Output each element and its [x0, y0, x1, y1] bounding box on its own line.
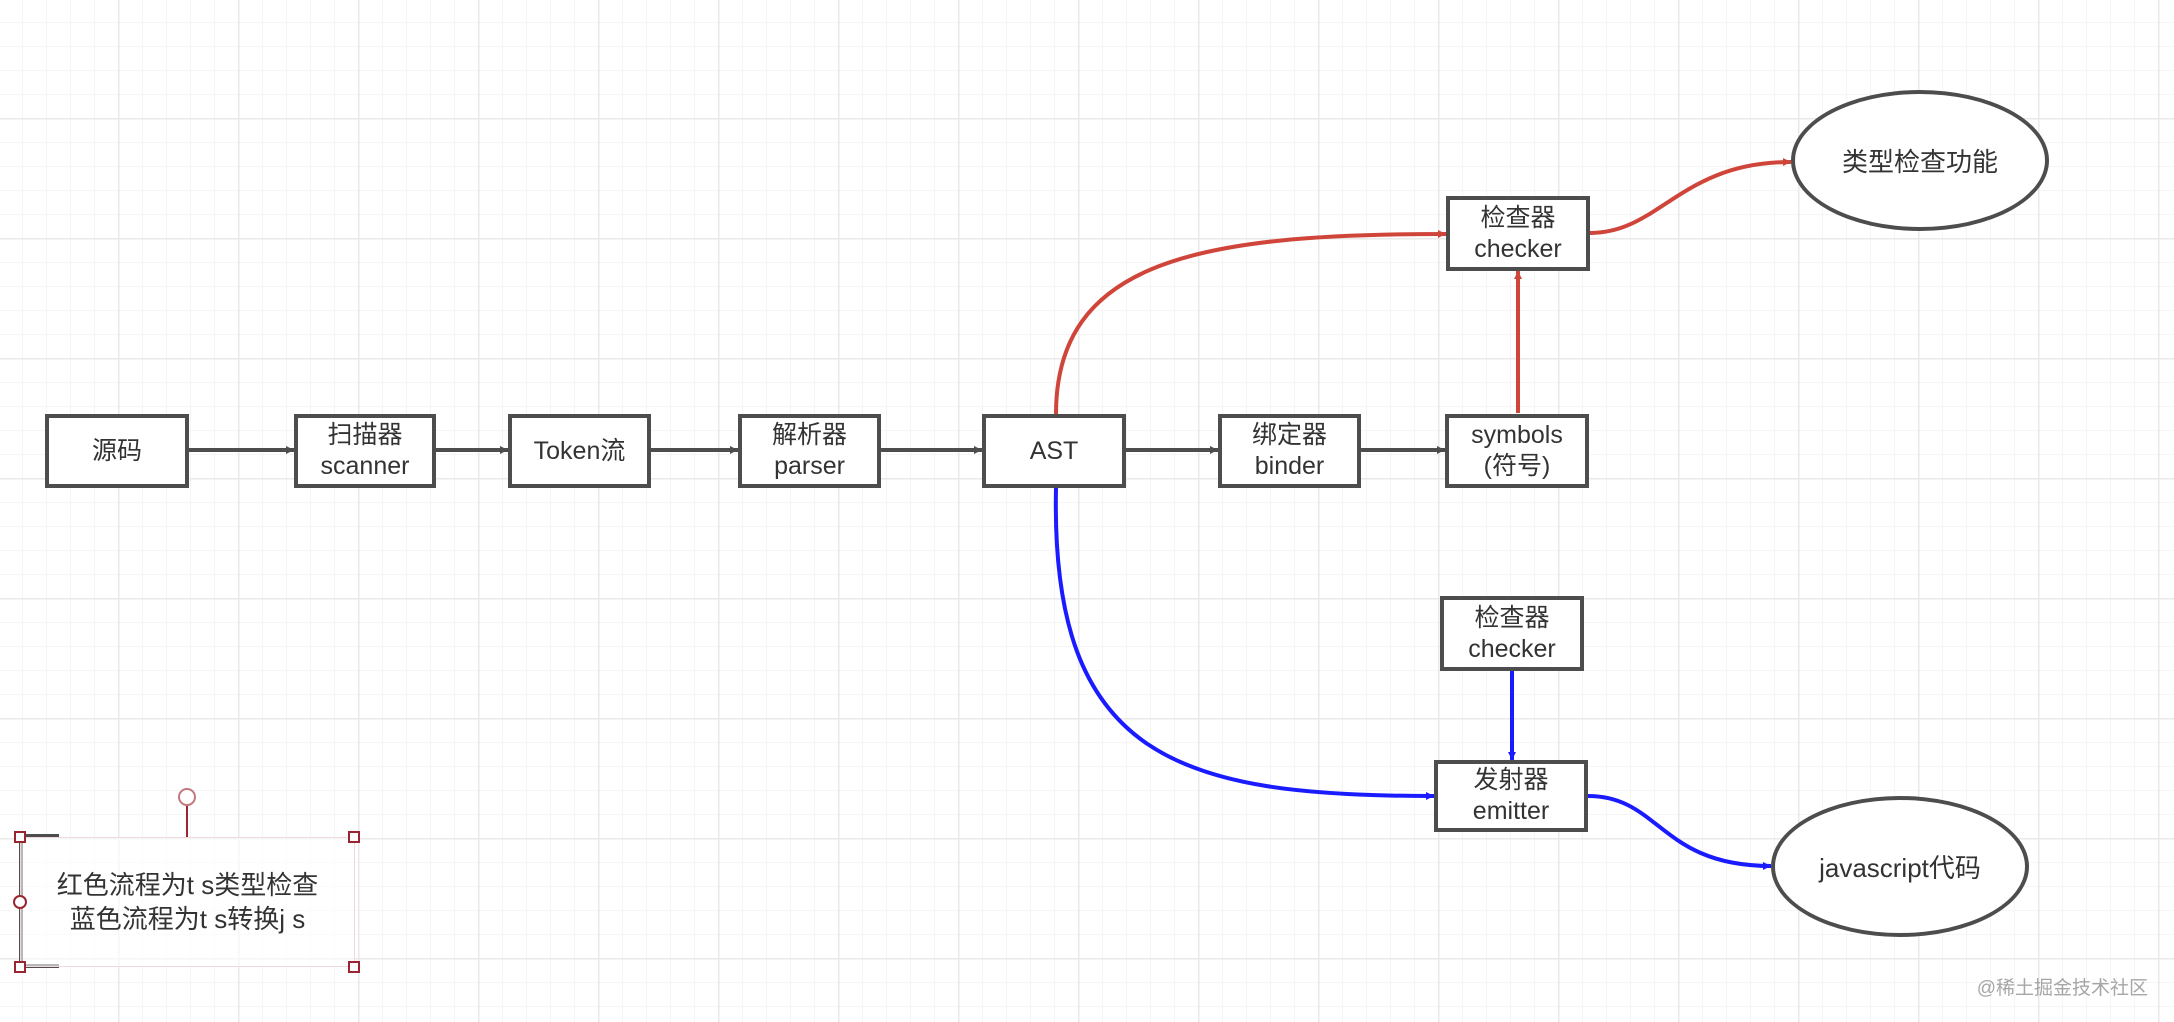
node-binder-label-en: binder: [1254, 452, 1325, 480]
node-checker-top-label-en: checker: [1474, 234, 1562, 263]
arrow-ast-to-emitter[interactable]: [1053, 487, 1435, 800]
node-checker-bottom-label-zh: 检查器: [1474, 603, 1550, 632]
node-parser-label-en: parser: [774, 452, 845, 480]
node-scanner-label-zh: 扫描器: [327, 421, 403, 449]
node-emitter-label-zh: 发射器: [1473, 766, 1549, 794]
node-ast[interactable]: AST: [982, 414, 1126, 488]
node-parser-label-zh: 解析器: [771, 421, 847, 449]
note-resize-handle-bottom-left[interactable]: [14, 961, 26, 973]
node-type-check-result-label: 类型检查功能: [1841, 147, 1998, 177]
arrow-checker-to-type-check[interactable]: [1589, 158, 1792, 235]
node-checker-bottom[interactable]: 检查器 checker: [1440, 596, 1584, 671]
node-binder-label-zh: 绑定器: [1251, 421, 1327, 449]
node-symbols[interactable]: symbols (符号): [1445, 414, 1589, 488]
node-source[interactable]: 源码: [45, 414, 189, 488]
note-connection-handle-left[interactable]: [13, 895, 27, 909]
node-js-output-label: javascript代码: [1819, 853, 1981, 883]
node-checker-top-label-zh: 检查器: [1480, 203, 1556, 232]
note-rotate-handle[interactable]: [178, 788, 196, 806]
node-checker-bottom-label-en: checker: [1468, 634, 1556, 663]
legend-note[interactable]: 红色流程为t s类型检查 蓝色流程为t s转换j s: [20, 837, 355, 967]
note-resize-handle-bottom-right[interactable]: [348, 961, 360, 973]
node-emitter[interactable]: 发射器 emitter: [1434, 760, 1588, 832]
node-type-check-result[interactable]: 类型检查功能: [1791, 90, 2049, 231]
arrow-emitter-to-js[interactable]: [1587, 794, 1772, 870]
note-resize-handle-top-right[interactable]: [348, 831, 360, 843]
legend-note-line-2: 蓝色流程为t s转换j s: [69, 904, 306, 934]
node-symbols-label-en: symbols: [1471, 421, 1563, 449]
node-js-output[interactable]: javascript代码: [1771, 796, 2029, 937]
note-rotate-stem: [186, 806, 188, 837]
node-scanner[interactable]: 扫描器 scanner: [294, 414, 436, 488]
watermark: @稀土掘金技术社区: [1976, 978, 2148, 999]
node-checker-top[interactable]: 检查器 checker: [1446, 196, 1590, 271]
node-parser[interactable]: 解析器 parser: [738, 414, 881, 488]
node-symbols-label-zh: (符号): [1483, 452, 1551, 480]
node-scanner-label-en: scanner: [320, 452, 410, 480]
node-token-stream[interactable]: Token流: [508, 414, 651, 488]
node-source-label: 源码: [91, 436, 142, 465]
arrow-ast-to-checker[interactable]: [1054, 230, 1447, 415]
legend-note-line-1: 红色流程为t s类型检查: [56, 870, 319, 900]
node-emitter-label-en: emitter: [1472, 797, 1550, 825]
node-ast-label: AST: [1029, 436, 1079, 465]
note-resize-handle-top-left[interactable]: [14, 831, 26, 843]
node-binder[interactable]: 绑定器 binder: [1218, 414, 1361, 488]
node-token-stream-label: Token流: [533, 436, 626, 465]
